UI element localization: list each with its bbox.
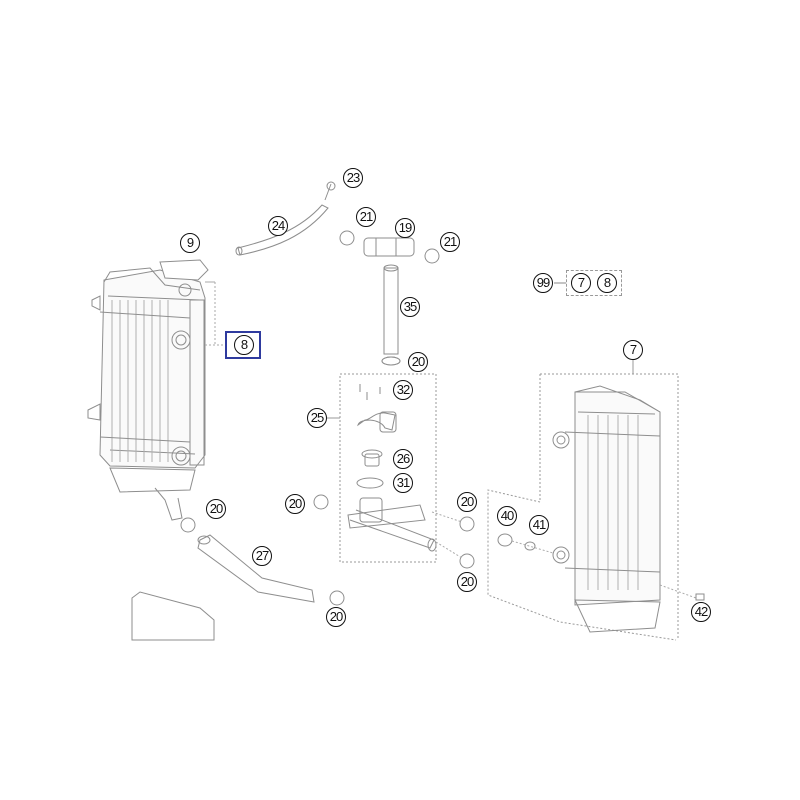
callout-40[interactable]: 40: [497, 506, 517, 526]
callout-21[interactable]: 21: [356, 207, 376, 227]
callout-20[interactable]: 20: [457, 572, 477, 592]
callout-41[interactable]: 41: [529, 515, 549, 535]
callout-8[interactable]: 8: [234, 334, 254, 355]
hose-27: [197, 534, 315, 603]
highlighted-callout-8[interactable]: 8: [225, 331, 261, 359]
callout-27[interactable]: 27: [252, 546, 272, 566]
callout-32[interactable]: 32: [393, 380, 413, 400]
callout-35[interactable]: 35: [400, 297, 420, 317]
callout-20[interactable]: 20: [408, 352, 428, 372]
callout-19[interactable]: 19: [395, 218, 415, 238]
callout-20[interactable]: 20: [457, 492, 477, 512]
callout-25[interactable]: 25: [307, 408, 327, 428]
callout-7[interactable]: 7: [623, 340, 643, 360]
callout-7-kit[interactable]: 7: [571, 273, 591, 293]
callout-42[interactable]: 42: [691, 602, 711, 622]
callout-31[interactable]: 31: [393, 473, 413, 493]
callout-24[interactable]: 24: [268, 216, 288, 236]
group-box-25: [339, 373, 437, 563]
callout-9[interactable]: 9: [180, 233, 200, 253]
thermostat-housing: [347, 384, 437, 552]
engine-fragment: [131, 591, 215, 641]
callout-23[interactable]: 23: [343, 168, 363, 188]
callout-20[interactable]: 20: [206, 499, 226, 519]
hose-clamps-20: [180, 356, 475, 606]
kit-group-box: [566, 270, 622, 296]
callout-26[interactable]: 26: [393, 449, 413, 469]
left-radiator: [87, 259, 225, 521]
t-fitting-19: [339, 230, 440, 264]
callout-8-kit[interactable]: 8: [597, 273, 617, 293]
callout-99[interactable]: 99: [533, 273, 553, 293]
hose-24: [235, 181, 336, 256]
callout-20[interactable]: 20: [326, 607, 346, 627]
callout-20[interactable]: 20: [285, 494, 305, 514]
callout-21[interactable]: 21: [440, 232, 460, 252]
pipe-35: [381, 264, 401, 366]
right-radiator: [497, 385, 705, 633]
